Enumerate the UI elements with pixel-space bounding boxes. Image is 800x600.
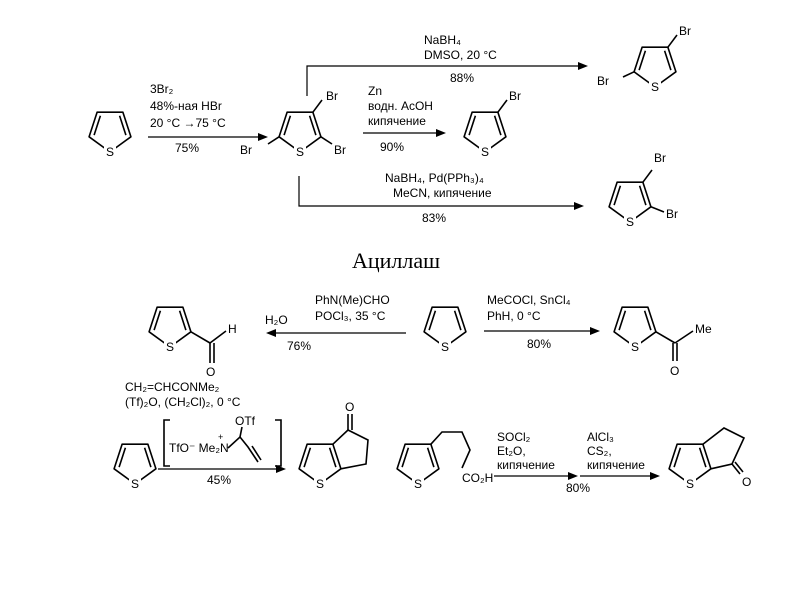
bromination-arrow xyxy=(148,133,268,141)
nabh4-dmso-condition-2: DMSO, 20 °C xyxy=(424,48,497,62)
svg-text:Br: Br xyxy=(240,143,252,157)
svg-text:S: S xyxy=(131,477,139,491)
svg-text:Me: Me xyxy=(695,322,712,336)
nabh4-dmso-arrow xyxy=(306,62,588,96)
svg-text:O: O xyxy=(742,475,751,489)
svg-text:S: S xyxy=(296,145,304,159)
nabh4-pd-condition-2: MeCN, кипячение xyxy=(393,186,492,200)
socl2-condition-1: SOCl₂ xyxy=(497,430,531,444)
nabh4-pd-condition-1: NaBH₄, Pd(PPh₃)₄ xyxy=(385,171,484,185)
nabh4-dmso-yield: 88% xyxy=(450,71,474,85)
svg-text:S: S xyxy=(414,477,422,491)
zn-reduction-arrow xyxy=(363,129,446,137)
bromothiophene-3-molecule: S Br xyxy=(463,89,521,160)
zn-condition-3: кипячение xyxy=(368,114,426,128)
bromination-yield: 75% xyxy=(175,141,199,155)
nabh4-pd-arrow xyxy=(298,176,584,210)
acetylthiophene-molecule: S Me O xyxy=(613,306,712,378)
nabh4-dmso-condition-1: NaBH₄ xyxy=(424,33,461,47)
thiophene-center-molecule: S xyxy=(423,306,467,355)
svg-text:S: S xyxy=(631,340,639,354)
friedel-crafts-yield: 80% xyxy=(527,337,551,351)
svg-text:Br: Br xyxy=(679,24,691,38)
svg-text:O: O xyxy=(206,365,215,379)
svg-text:S: S xyxy=(626,215,634,229)
bromination-condition-3: 20 °C →75 °C xyxy=(150,116,226,130)
socl2-arrow xyxy=(494,472,578,480)
dibromothiophene-2-3-molecule: S Br Br xyxy=(608,151,678,230)
svg-text:CO₂H: CO₂H xyxy=(462,471,493,485)
svg-text:TfO⁻ Me₂N: TfO⁻ Me₂N xyxy=(169,441,229,455)
tribromothiophene-molecule: S Br Br Br xyxy=(240,89,346,160)
socl2-condition-3: кипячение xyxy=(497,458,555,472)
svg-text:S: S xyxy=(106,145,114,159)
svg-text:Br: Br xyxy=(334,143,346,157)
annulation-condition-2: (Tf)₂O, (CH₂Cl)₂, 0 °C xyxy=(125,395,241,409)
vilsmeier-arrow xyxy=(266,329,406,337)
cyclopentathiophenone-isomer-molecule: S O xyxy=(668,427,751,492)
friedel-crafts-condition-2: PhH, 0 °C xyxy=(487,309,541,323)
svg-text:Br: Br xyxy=(326,89,338,103)
svg-text:S: S xyxy=(441,340,449,354)
section-heading: Ациллаш xyxy=(352,248,440,273)
vilsmeier-yield: 76% xyxy=(287,339,311,353)
svg-text:OTf: OTf xyxy=(235,414,256,428)
svg-text:S: S xyxy=(651,80,659,94)
svg-text:H: H xyxy=(228,322,237,336)
alcl3-arrow xyxy=(580,472,660,480)
thiophene-annulation-molecule: S xyxy=(113,443,157,492)
vilsmeier-condition-1: PhN(Me)CHO xyxy=(315,293,390,307)
cyclopentathiophenone-molecule: S O xyxy=(298,400,369,492)
svg-text:O: O xyxy=(670,364,679,378)
zn-condition-1: Zn xyxy=(368,84,382,98)
svg-text:O: O xyxy=(345,400,354,414)
alcl3-condition-1: AlCl₃ xyxy=(587,430,614,444)
alcl3-condition-2: CS₂, xyxy=(587,444,612,458)
svg-text:S: S xyxy=(166,340,174,354)
cyclization-yield: 80% xyxy=(566,481,590,495)
svg-text:Br: Br xyxy=(654,151,666,165)
svg-text:Br: Br xyxy=(597,74,609,88)
friedel-crafts-arrow xyxy=(484,327,600,335)
thiophene-molecule: S xyxy=(88,111,132,160)
annulation-yield: 45% xyxy=(207,473,231,487)
alcl3-condition-3: кипячение xyxy=(587,458,645,472)
dibromothiophene-2-4-molecule: S Br Br xyxy=(597,24,691,95)
vilsmeier-water: H₂O xyxy=(265,313,288,327)
iminium-intermediate: TfO⁻ Me₂N OTf + xyxy=(163,414,282,467)
bromination-condition-1: 3Br₂ xyxy=(150,82,174,96)
zn-yield: 90% xyxy=(380,140,404,154)
svg-text:Br: Br xyxy=(666,207,678,221)
svg-text:S: S xyxy=(686,477,694,491)
annulation-arrow xyxy=(158,465,286,473)
nabh4-pd-yield: 83% xyxy=(422,211,446,225)
thiophenecarbaldehyde-molecule: S H O xyxy=(148,306,237,379)
vilsmeier-condition-2: POCl₃, 35 °C xyxy=(315,309,386,323)
svg-text:Br: Br xyxy=(509,89,521,103)
annulation-condition-1: CH₂=CHCONMe₂ xyxy=(125,380,220,394)
zn-condition-2: водн. AcOH xyxy=(368,99,433,113)
svg-text:+: + xyxy=(218,432,223,442)
thienylpropanoic-acid-molecule: S CO₂H xyxy=(396,431,493,492)
svg-text:S: S xyxy=(481,145,489,159)
bromination-condition-2: 48%-ная HBr xyxy=(150,99,222,113)
svg-text:S: S xyxy=(316,477,324,491)
friedel-crafts-condition-1: MeCOCl, SnCl₄ xyxy=(487,293,571,307)
socl2-condition-2: Et₂O, xyxy=(497,444,526,458)
